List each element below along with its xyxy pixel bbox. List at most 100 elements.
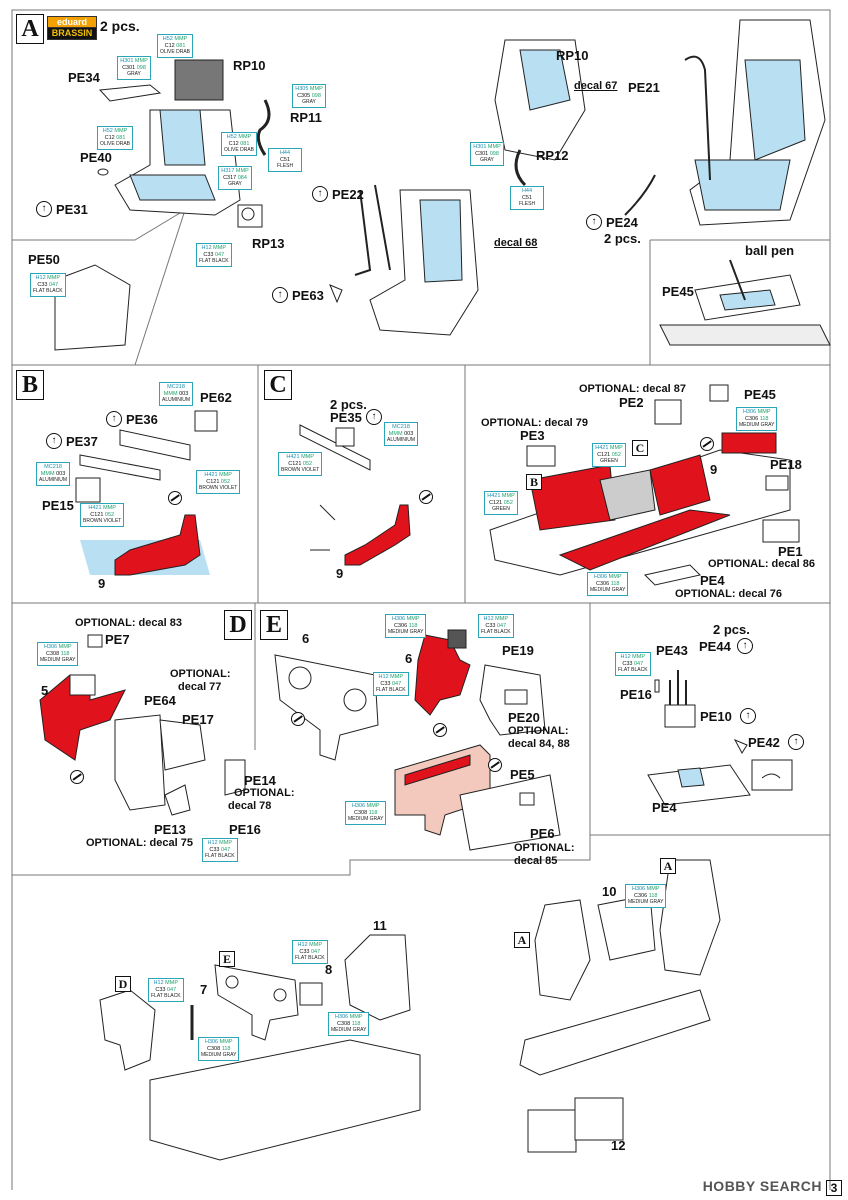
bend-icon (700, 437, 714, 451)
label-pe24: PE24 (606, 215, 638, 230)
part-number-9: 9 (98, 576, 106, 591)
bend-icon (70, 770, 84, 784)
label-pe20: PE20 (508, 710, 540, 725)
step-marker-c: C (264, 370, 292, 400)
part-number-12: 12 (611, 1138, 626, 1153)
optional-note: decal 85 (514, 855, 558, 867)
optional-note: OPTIONAL: (514, 842, 575, 854)
optional-note: OPTIONAL: decal 76 (675, 588, 782, 600)
step-marker-a: A (16, 14, 44, 44)
label-pe45: PE45 (744, 387, 776, 402)
label-pe34: PE34 (68, 70, 100, 85)
turn-over-icon: ↑ (272, 287, 288, 303)
label-pe5: PE5 (510, 767, 535, 782)
part-number-8: 8 (325, 962, 333, 977)
label-pe36: PE36 (126, 412, 158, 427)
label-pe18: PE18 (770, 457, 802, 472)
label-pe7: PE7 (105, 632, 130, 647)
turn-over-icon: ↑ (586, 214, 602, 230)
label-pe42: PE42 (748, 735, 780, 750)
ref-marker-e: E (219, 951, 235, 967)
label-pe16: PE16 (620, 687, 652, 702)
turn-over-icon: ↑ (737, 638, 753, 654)
label-pe44: PE44 (699, 639, 731, 654)
label-rp13: RP13 (252, 236, 285, 251)
label-rp11: RP11 (290, 110, 322, 125)
label-pe19: PE19 (502, 643, 534, 658)
optional-note: OPTIONAL: decal 75 (86, 837, 193, 849)
part-number-10: 10 (602, 884, 617, 899)
ref-marker-d: D (115, 976, 131, 992)
label-pe2: PE2 (619, 395, 644, 410)
part-number-11: 11 (373, 918, 387, 933)
optional-note: OPTIONAL: decal 83 (75, 617, 182, 629)
optional-note: OPTIONAL: decal 86 (708, 558, 815, 570)
label-pe37: PE37 (66, 434, 98, 449)
turn-over-icon: ↑ (36, 201, 52, 217)
turn-over-icon: ↑ (46, 433, 62, 449)
ref-marker-c: C (632, 440, 648, 456)
label-pe16: PE16 (229, 822, 261, 837)
label-qty: 2 pcs. (713, 622, 750, 637)
turn-over-icon: ↑ (312, 186, 328, 202)
brassin-logo: eduard BRASSIN (47, 16, 97, 40)
bend-icon (433, 723, 447, 737)
part-number-6: 6 (405, 651, 413, 666)
bend-icon (168, 491, 182, 505)
bend-icon (291, 712, 305, 726)
optional-note: OPTIONAL: (508, 725, 569, 737)
page-number: 3 (826, 1180, 842, 1196)
label-pe45: PE45 (662, 284, 694, 299)
part-number-9: 9 (336, 566, 344, 581)
brand-bottom-text: BRASSIN (47, 28, 97, 40)
ref-marker-a: A (660, 858, 676, 874)
part-number-6: 6 (302, 631, 310, 646)
step-marker-b: B (16, 370, 44, 400)
label-pe4: PE4 (700, 573, 725, 588)
label-pe62: PE62 (200, 390, 232, 405)
label-pe31: PE31 (56, 202, 88, 217)
label-pe14: PE14 (244, 773, 276, 788)
quantity-note: 2 pcs. (100, 18, 140, 34)
optional-note: OPTIONAL: decal 79 (481, 417, 588, 429)
label-pe6: PE6 (530, 826, 555, 841)
optional-note: OPTIONAL: (234, 787, 295, 799)
label-pe35: PE35 (330, 410, 362, 425)
step-marker-e: E (260, 610, 288, 640)
label-pe1: PE1 (778, 544, 803, 559)
watermark: HOBBY SEARCH (702, 1178, 822, 1194)
part-number-7: 7 (200, 982, 208, 997)
bend-icon (419, 490, 433, 504)
label-decal67: decal 67 (574, 80, 618, 92)
label-rp10-a: RP10 (233, 58, 266, 73)
